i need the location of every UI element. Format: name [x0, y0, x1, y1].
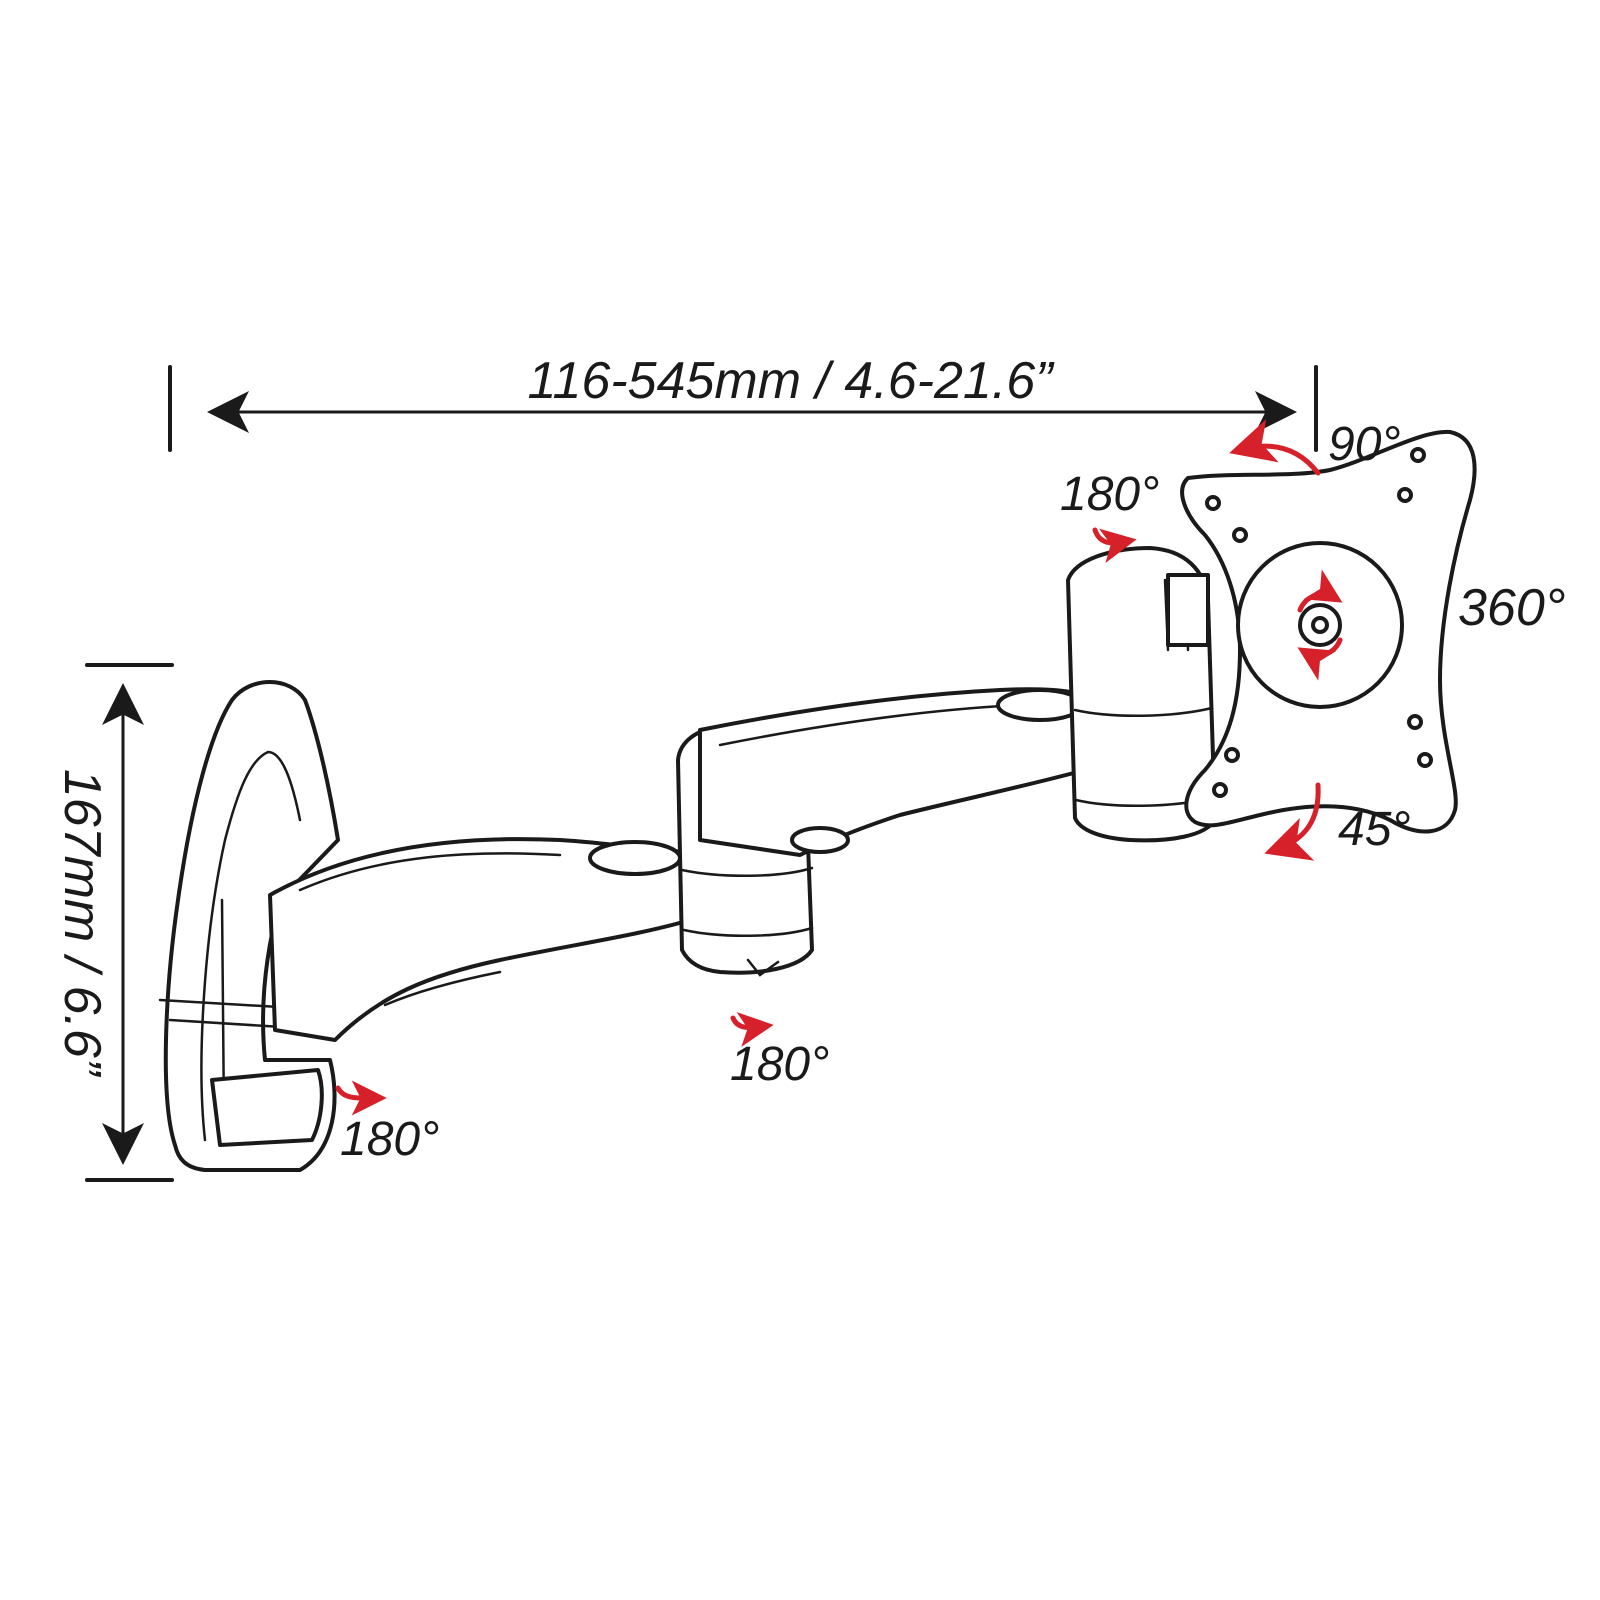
second-arm-segment — [698, 687, 1087, 857]
vesa-hole — [1397, 487, 1413, 503]
lower-joint-disc — [790, 826, 850, 854]
rotation-labels: 90° 180° 360° 45° 180° 180° — [340, 418, 1566, 1166]
rotate-cw-icon — [1297, 569, 1343, 613]
vesa-hole — [1205, 495, 1221, 511]
first-arm-segment — [268, 837, 692, 1042]
wall-pivot-label: 180° — [340, 1113, 439, 1166]
rotate-ccw-icon — [1297, 637, 1343, 681]
horizontal-dimension-label: 116-545mm / 4.6-21.6” — [527, 352, 1055, 410]
middle-swivel-arrow-icon — [730, 1012, 774, 1047]
head-pivot-label: 180° — [1060, 468, 1159, 521]
vesa-plate — [1180, 429, 1477, 834]
vesa-hole — [1417, 752, 1433, 768]
vesa-hole — [1407, 714, 1423, 730]
head-pivot — [1066, 546, 1217, 843]
first-joint-disc — [588, 840, 682, 876]
vertical-dimension: 167mm / 6.6” — [53, 663, 174, 1182]
vesa-center-screw — [1311, 616, 1329, 634]
rotation-indicators — [335, 419, 1343, 1116]
vesa-hole — [1232, 527, 1248, 543]
tilt-up-arrow-icon — [1229, 419, 1321, 476]
tilt-up-label: 90° — [1328, 418, 1401, 471]
head-swivel-arrow-icon — [1092, 527, 1137, 564]
vesa-hole — [1224, 747, 1240, 763]
tilt-down-arrow-icon — [1264, 782, 1321, 861]
rotation-label: 360° — [1458, 579, 1566, 637]
wall-swivel-arrow-icon — [335, 1080, 387, 1116]
middle-joint-label: 180° — [730, 1038, 829, 1091]
horizontal-dimension: 116-545mm / 4.6-21.6” — [168, 352, 1318, 452]
head-clamp — [1166, 573, 1210, 647]
tilt-down-label: 45° — [1338, 803, 1411, 856]
vertical-dimension-label: 167mm / 6.6” — [53, 769, 111, 1078]
vesa-hole — [1212, 782, 1228, 798]
vesa-hole — [1410, 447, 1426, 463]
